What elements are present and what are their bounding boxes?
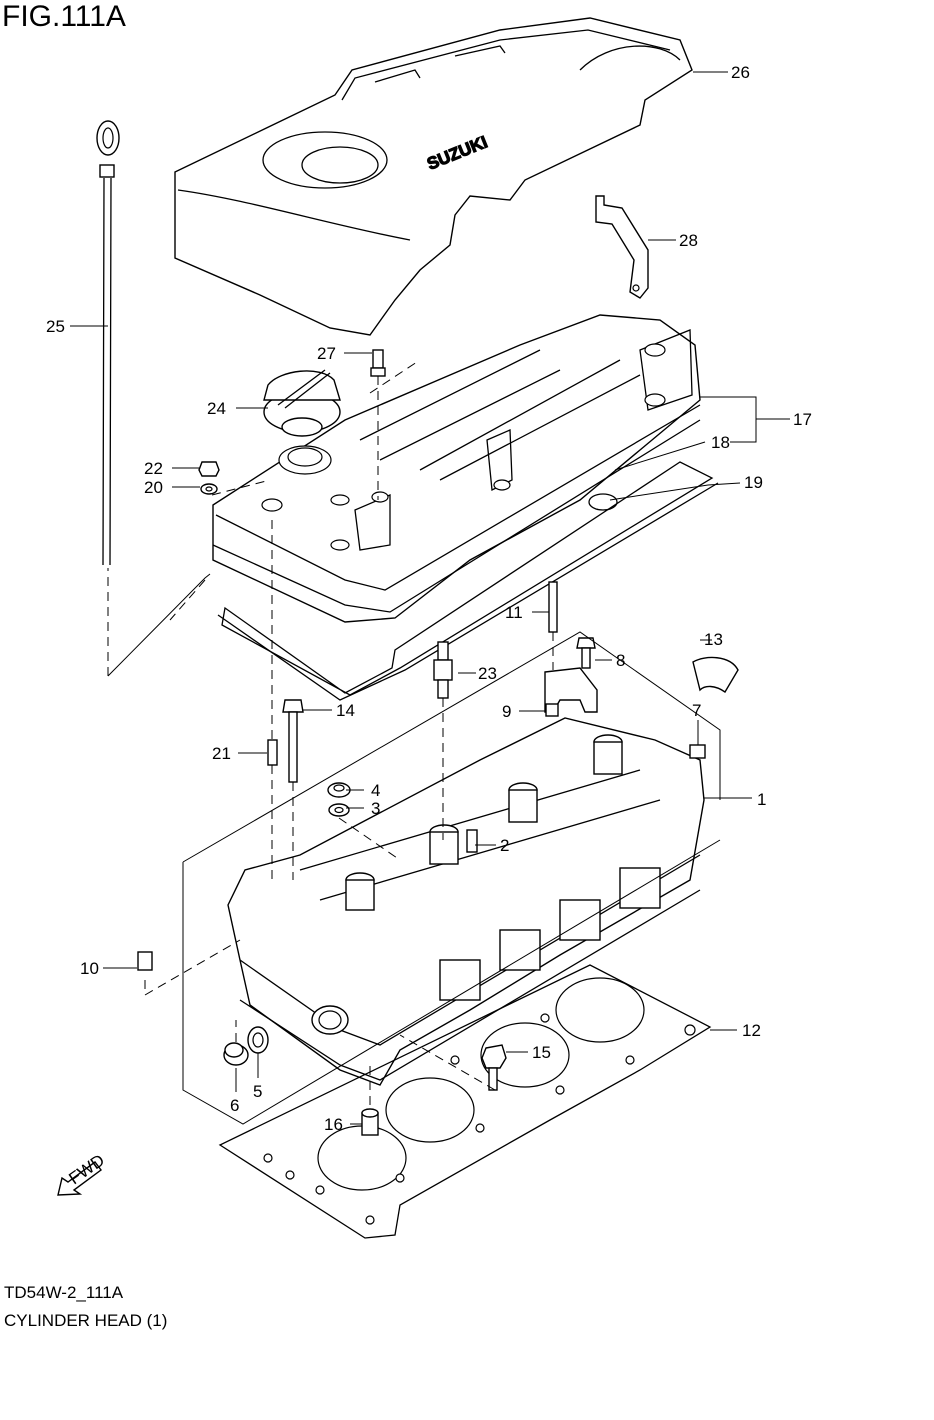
half-moon-seal (692, 656, 739, 694)
bracket (595, 195, 649, 299)
callout-20: 20 (144, 478, 163, 497)
callout-13: 13 (704, 630, 723, 649)
alignment-dashes (107, 359, 554, 1105)
callout-7: 7 (692, 701, 701, 720)
callout-27: 27 (317, 344, 336, 363)
callout-14: 14 (336, 701, 355, 720)
callout-24: 24 (207, 399, 226, 418)
callout-1: 1 (757, 790, 766, 809)
figure-title: FIG.111A (2, 0, 126, 33)
callout-16: 16 (324, 1115, 343, 1134)
leader-lines (70, 71, 790, 1125)
callout-8: 8 (616, 651, 625, 670)
oil-cap (263, 369, 341, 437)
valve-cover (212, 314, 701, 623)
callout-10: 10 (80, 959, 99, 978)
blind-plug (689, 744, 706, 759)
callout-26: 26 (731, 63, 750, 82)
cover-gasket (217, 461, 719, 701)
dipstick (96, 120, 120, 566)
long-bolt (282, 699, 304, 783)
plug (137, 951, 153, 971)
bolt (576, 637, 596, 669)
head-bolt (481, 1044, 507, 1091)
callout-19: 19 (744, 473, 763, 492)
seal-washer (328, 803, 350, 817)
callout-28: 28 (679, 231, 698, 250)
callout-6: 6 (230, 1096, 239, 1115)
callout-23: 23 (478, 664, 497, 683)
stud (267, 739, 278, 766)
drain-plug (223, 1042, 249, 1066)
forward-arrow-label: FWD (65, 1151, 108, 1189)
callout-11: 11 (505, 603, 523, 622)
figure-code: TD54W-2_111A (4, 1283, 124, 1302)
head-gasket (218, 964, 712, 1239)
callout-9: 9 (502, 702, 511, 721)
callout-25: 25 (46, 317, 65, 336)
callout-21: 21 (212, 744, 231, 763)
dowel-pin (361, 1108, 379, 1136)
callout-12: 12 (742, 1021, 761, 1040)
spark-plug (433, 641, 453, 699)
plug-washer (247, 1026, 269, 1054)
callout-22: 22 (144, 459, 163, 478)
oil-seal (327, 782, 351, 798)
callout-18: 18 (711, 433, 730, 452)
sleeve (545, 703, 559, 717)
callout-15: 15 (532, 1043, 551, 1062)
guide-pin (466, 829, 478, 853)
callout-labels: 1 2 3 4 5 6 7 8 9 10 11 12 13 14 15 16 1… (46, 63, 812, 1134)
washer (200, 483, 218, 495)
engine-cover: SUZUKI (174, 17, 693, 336)
forward-arrow-icon: FWD (57, 1151, 108, 1196)
cylinder-head (227, 717, 705, 1086)
callout-4: 4 (371, 781, 380, 800)
callout-2: 2 (500, 836, 509, 855)
callout-5: 5 (253, 1082, 262, 1101)
bracket-stud (548, 581, 558, 633)
stud-bolt (370, 349, 386, 377)
callout-3: 3 (371, 799, 380, 818)
figure-name: CYLINDER HEAD (1) (4, 1311, 168, 1330)
nut (198, 461, 220, 477)
callout-17: 17 (793, 410, 812, 429)
